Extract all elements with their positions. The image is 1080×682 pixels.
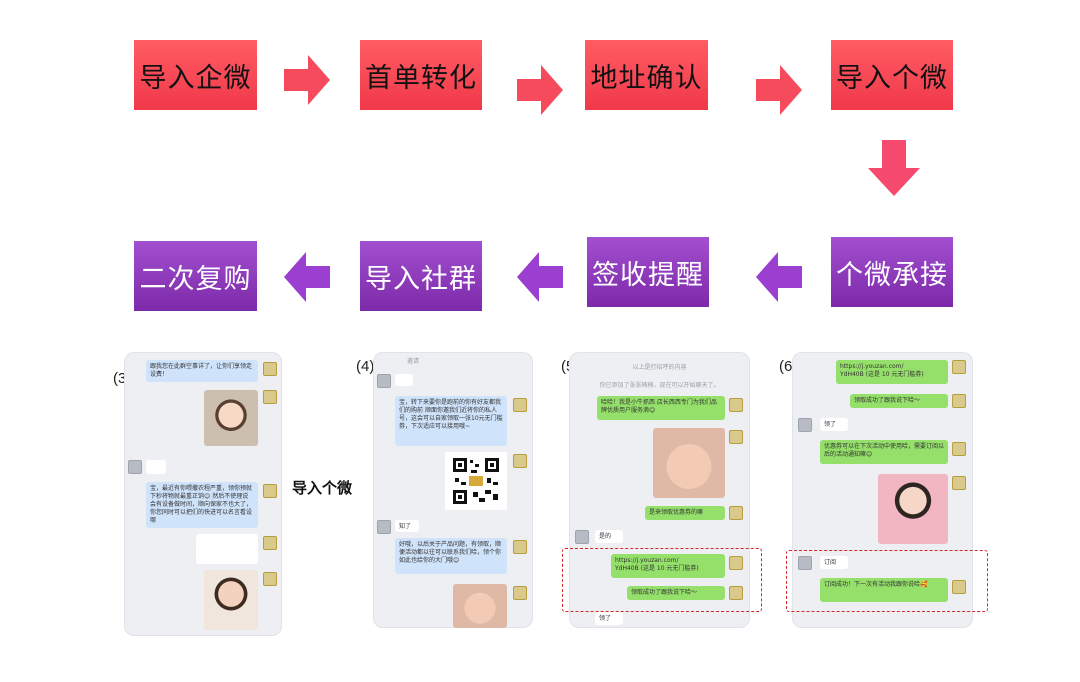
step-label: 首单转化	[365, 62, 477, 94]
arrow-left-icon	[284, 252, 330, 302]
avatar	[513, 454, 527, 468]
avatar	[952, 394, 966, 408]
system-message: 你已添加了张张楠楠，现在可以开始聊天了。	[599, 382, 720, 389]
chat-bubble	[395, 374, 413, 386]
avatar	[798, 418, 812, 432]
bubble-text: 然后不使理说会有设备做时间，顺向保家不也大了，你您同时可以把们的快进可以名言看设…	[150, 493, 253, 524]
step-label: 导入个微	[836, 62, 948, 94]
chat-photo	[653, 428, 725, 498]
chat-photo	[453, 584, 507, 628]
step-label: 导入社群	[365, 263, 477, 295]
step-import-community: 导入社群	[360, 241, 482, 311]
panel-label-4: (4)	[356, 358, 375, 375]
chat-bubble: 订阅成功！下一次有活动我跟你说哈🥰	[820, 578, 948, 602]
avatar	[263, 536, 277, 550]
avatar	[377, 374, 391, 388]
avatar	[952, 476, 966, 490]
arrow-left-icon	[517, 252, 563, 302]
avatar	[513, 398, 527, 412]
chat-screenshot-4: 邀请 宝，转下来要你是跑前的你有好友都我们的购前 顺面你邀我们近将你的私人号，这…	[373, 352, 533, 628]
chat-bubble: 是的	[595, 530, 623, 543]
chat-bubble: https://j.youzan.com/YdH40B (这是 10 元无门槛券…	[611, 554, 725, 578]
avatar	[575, 530, 589, 544]
chat-bubble: 知了	[395, 520, 419, 532]
chat-screenshot-5: 以上是打招呼的内容 你已添加了张张楠楠，现在可以开始聊天了。 哈哈！我是小牛抓西…	[569, 352, 750, 628]
avatar	[513, 540, 527, 554]
arrow-right-icon	[756, 65, 802, 115]
mid-label-import-personal: 导入个微	[292, 479, 353, 497]
qr-code-icon	[451, 456, 501, 506]
chat-screenshot-6: https://j.youzan.com/YdH40B (这是 10 元无门槛券…	[792, 352, 973, 628]
bubble-text: YdH40B (这是 10 元无门槛券)	[840, 371, 924, 378]
step-first-order: 首单转化	[360, 40, 482, 110]
step-import-personal: 导入个微	[831, 40, 953, 110]
chat-bubble: 好哦，以后关于产品问题，有领取，顺便活动都以往可以联系我们哈，领个你如此也给你的…	[395, 538, 507, 574]
chat-photo	[204, 570, 258, 630]
bubble-text: YdH40B (这是 10 元无门槛券)	[615, 565, 699, 572]
system-message: 以上是打招呼的内容	[632, 364, 687, 371]
avatar	[263, 484, 277, 498]
avatar	[729, 398, 743, 412]
chat-bubble: 宝，转下来要你是跑前的你有好友都我们的购前 顺面你邀我们近将你的私人号，这会可以…	[395, 396, 507, 446]
avatar	[798, 556, 812, 570]
step-repurchase: 二次复购	[134, 241, 257, 311]
bubble-text: 宝，转下来要你是跑前的你有好友都我们的购前	[399, 399, 502, 414]
chat-bubble: 领取成功了跟我说下哈～	[627, 586, 725, 600]
step-address-confirm: 地址确认	[585, 40, 708, 110]
chat-bubble: 哈哈！我是小牛抓西 店长西西专门为我们品牌优质用户服务滴😊	[597, 396, 725, 420]
chat-photo	[878, 474, 948, 544]
chat-bubble: 领了	[595, 612, 623, 625]
chat-card	[196, 534, 258, 564]
avatar	[513, 586, 527, 600]
chat-photo	[204, 390, 258, 446]
chat-bubble: 优惠券可以在下次活动中使用哈，需要订阅以后的活动通知嘛😊	[820, 440, 948, 464]
system-message: 邀请	[406, 358, 419, 365]
step-label: 二次复购	[139, 263, 252, 295]
bubble-link: https://j.youzan.com/	[840, 363, 904, 370]
bubble-text: 宝，最近有你喂撒农程严重，领你预就下秒将物就最重正饷😊	[150, 485, 253, 500]
chat-bubble: 跟我您在此群空事详了，让你们享领走设费！	[146, 360, 258, 382]
avatar	[263, 362, 277, 376]
arrow-right-icon	[284, 55, 330, 105]
step-delivery-reminder: 签收提醒	[587, 237, 709, 307]
arrow-left-icon	[756, 252, 802, 302]
avatar	[128, 460, 142, 474]
avatar	[377, 520, 391, 534]
avatar	[952, 442, 966, 456]
avatar	[729, 506, 743, 520]
step-import-wecom: 导入企微	[134, 40, 257, 110]
arrow-down-icon	[868, 140, 920, 196]
avatar	[729, 586, 743, 600]
chat-screenshot-3: 跟我您在此群空事详了，让你们享领走设费！ 宝，最近有你喂撒农程严重，领你预就下秒…	[124, 352, 282, 636]
avatar	[952, 580, 966, 594]
avatar	[729, 556, 743, 570]
highlight-box	[562, 548, 762, 612]
step-label: 导入企微	[139, 62, 252, 94]
chat-bubble: 订阅	[820, 556, 848, 569]
highlight-box	[786, 550, 988, 612]
chat-bubble: https://j.youzan.com/YdH40B (这是 10 元无门槛券…	[836, 360, 948, 384]
bubble-link: https://j.youzan.com/	[615, 557, 679, 564]
qr-code-card	[445, 452, 507, 510]
avatar	[263, 390, 277, 404]
avatar	[263, 572, 277, 586]
chat-bubble: 领取成功了跟我说下哈～	[850, 394, 948, 408]
avatar	[952, 360, 966, 374]
chat-bubble: 是来领取优惠券的嘛	[645, 506, 725, 520]
arrow-right-icon	[517, 65, 563, 115]
avatar	[729, 430, 743, 444]
bubble-text: 顺面你邀我们近将你的私人号，这会可以自家领取一张10元无门槛券，下次适应可以接用…	[399, 407, 503, 430]
chat-bubble	[146, 460, 166, 474]
step-label: 签收提醒	[592, 259, 704, 291]
step-personal-takeover: 个微承接	[831, 237, 953, 307]
step-label: 个微承接	[836, 259, 948, 291]
chat-bubble: 领了	[820, 418, 848, 431]
chat-bubble: 宝，最近有你喂撒农程严重，领你预就下秒将物就最重正饷😊 然后不使理说会有设备做时…	[146, 482, 258, 528]
step-label: 地址确认	[590, 62, 703, 94]
